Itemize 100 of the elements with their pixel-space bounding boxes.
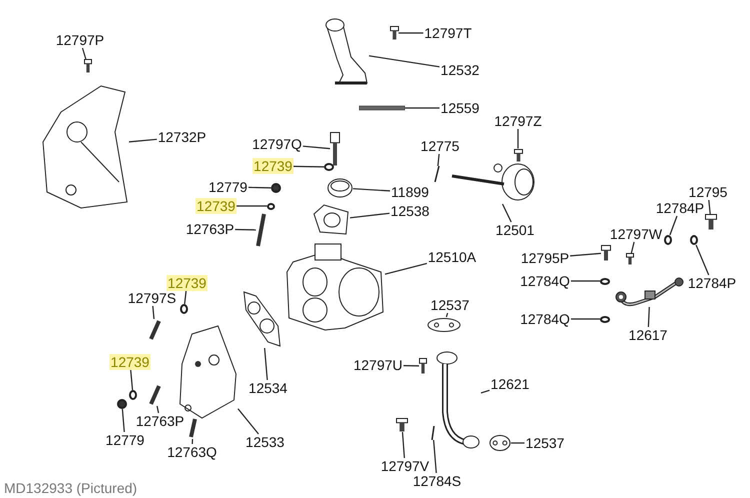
leader-line [238,408,259,434]
leader-line [236,205,267,207]
bolt-drawing [626,253,634,265]
leader-line [384,262,428,275]
leader-line [570,252,602,256]
leader-line [293,166,324,168]
leader-line [433,440,437,474]
part-number: 12795P [520,250,570,266]
pin-drawing [431,426,435,440]
bolt-drawing [514,148,522,162]
part-number: 12501 [494,222,536,238]
gasket-drawing [489,434,511,452]
part-number: 12797P [54,32,106,48]
pin-drawing [434,166,440,182]
part-number: 12797U [352,357,404,373]
part-number: 12784P [654,200,706,216]
leader-line [708,200,711,214]
part-number: 12797Z [493,113,543,129]
bolt-drawing [390,26,398,40]
part-number: 12779 [104,432,146,448]
washer-drawing [690,235,698,245]
stud-drawing [149,384,161,406]
leader-line [398,32,424,34]
washer-drawing [267,202,275,210]
leader-line [570,318,600,320]
part-number: 12779 [208,179,248,195]
part-number: 12532 [440,62,480,78]
bolt-drawing [396,418,408,432]
part-number: 12763Q [166,444,218,460]
part-number: 12784P [686,275,738,291]
part-number: 12739 [196,198,236,214]
bolt-drawing [419,358,427,374]
stud-drawing [189,417,197,439]
part-number: 12784Q [519,273,571,289]
gasket-drawing [427,317,461,333]
washer-drawing [664,235,672,245]
leader-line [402,432,405,458]
leader-line [156,406,160,414]
part-number: 12797W [608,226,664,242]
washer-drawing [600,278,610,284]
stud-drawing [149,319,161,341]
leader-line [502,204,512,222]
leader-line [480,390,490,394]
leader-line [264,348,268,380]
leader-line [152,306,155,320]
part-number: 12784S [412,473,462,489]
part-number: 12621 [490,376,530,392]
leader-line [669,216,678,236]
leader-line [696,244,710,276]
part-note: MD132933 (Pictured) [4,480,138,496]
washer-drawing [129,390,137,400]
leader-line [403,365,420,366]
leader-line [82,48,86,60]
leader-line [302,146,330,150]
part-number: 12534 [248,380,288,396]
part-number: 12739 [110,354,150,370]
part-number: 12797Q [251,136,303,152]
bolt-drawing [330,132,340,166]
leader-line [630,242,635,254]
part-number: 12559 [440,100,480,116]
leader-line [368,55,440,68]
part-number: 12797V [380,458,430,474]
leader-line [184,290,187,304]
leader-line [352,188,390,192]
part-number: 12732P [156,129,208,145]
part-number: 12784Q [519,311,571,327]
stud-drawing [256,212,266,248]
part-number: 12537 [524,435,566,451]
turbocharger-drawing [285,242,385,332]
gasket-drawing [359,105,405,111]
leader-line [511,442,524,444]
leader-line [122,408,125,432]
part-number: 12797T [423,25,473,41]
ring-drawing [327,178,353,198]
part-number: 12763P [184,221,236,237]
part-number: 12739 [252,158,294,174]
leader-line [128,138,157,142]
leader-line [648,306,650,328]
leader-line [248,186,272,188]
part-number: 12797S [126,290,178,306]
leader-line [235,228,256,230]
leader-line [192,438,194,444]
leader-line [405,107,440,109]
nut-drawing [271,183,281,193]
part-number: 12739 [166,275,208,291]
part-number: 12510A [426,249,478,265]
oil-pipe-drawing [435,350,481,450]
part-number: 12763P [134,413,186,429]
part-number: 11899 [390,184,430,200]
nut-drawing [117,399,127,409]
washer-drawing [180,304,188,314]
leader-line [517,129,519,148]
part-number: 12617 [628,327,668,343]
bolt-drawing [84,59,92,73]
part-number: 12537 [430,297,470,313]
washer-drawing [600,316,610,322]
bolt-drawing [705,214,717,230]
leader-line [350,212,390,218]
oil-line-drawing [615,277,685,307]
part-number: 12795 [688,184,728,200]
